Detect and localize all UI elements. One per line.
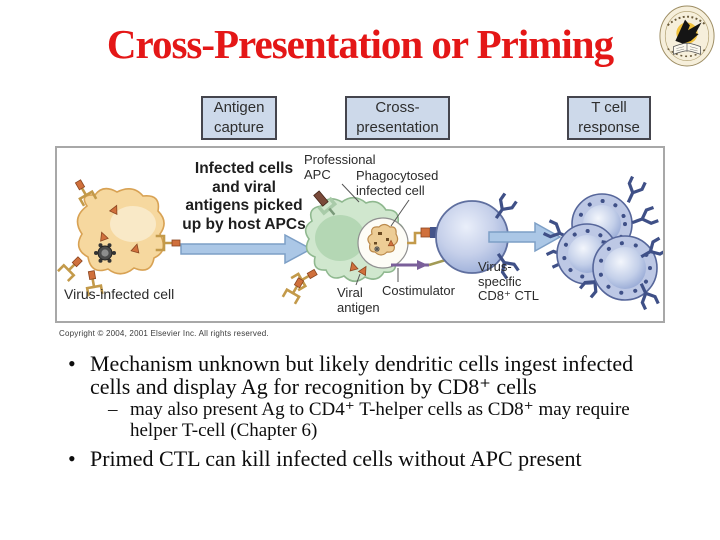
- bullet-text: may also present Ag to CD4⁺ T-helper cel…: [130, 399, 630, 441]
- apc-antibody-icons: [282, 264, 321, 305]
- bullet-item: • Mechanism unknown but likely dendritic…: [68, 352, 696, 398]
- bullet-marker: –: [108, 399, 118, 421]
- bullet-list: • Mechanism unknown but likely dendritic…: [28, 352, 696, 472]
- slide-title: Cross-Presentation or Priming: [106, 21, 614, 67]
- copyright-notice: Copyright © 2004, 2001 Elsevier Inc. All…: [59, 329, 269, 338]
- eagle-icon: [675, 19, 702, 44]
- label-virus-infected-cell: Virus-infected cell: [64, 286, 175, 302]
- seal-arabic-text-arc: [667, 15, 707, 27]
- pathway-diagram-art: [57, 176, 663, 310]
- virus-remnant-icon: [374, 246, 380, 252]
- label-viral-antigen: Viral antigen: [337, 285, 380, 315]
- label-virus-specific-cd8-ctl: Virus- specific CD8⁺ CTL: [478, 259, 540, 304]
- t-cell-cluster-shape: [543, 176, 663, 310]
- university-seal-logo: [659, 5, 715, 67]
- bullet-sub-item: – may also present Ag to CD4⁺ T-helper c…: [108, 399, 696, 441]
- bullet-text: Mechanism unknown but likely dendritic c…: [90, 351, 634, 400]
- label-professional-apc: Professional APC: [304, 152, 376, 182]
- pathway-diagram-panel: Infected cells and viral antigens picked…: [55, 146, 665, 323]
- phagocytosed-cell-shape: [367, 223, 399, 256]
- virus-particle-icon: [94, 243, 116, 263]
- virus-infected-cell-shape: [57, 176, 182, 297]
- label-costimulator: Costimulator: [382, 283, 455, 298]
- stage-box-t-cell-response: T cell response: [567, 96, 651, 140]
- response-arrow: [488, 221, 562, 253]
- label-pointer-lines: [341, 183, 410, 286]
- label-phagocytosed-infected-cell: Phagocytosed infected cell: [356, 168, 439, 198]
- bullet-marker: •: [68, 351, 76, 376]
- bullet-marker: •: [68, 446, 76, 472]
- stage-box-cross-presentation: Cross- presentation: [345, 96, 450, 140]
- apc-nucleus: [315, 215, 365, 261]
- stage-box-antigen-capture: Antigen capture: [201, 96, 277, 140]
- bullet-item: • Primed CTL can kill infected cells wit…: [68, 447, 696, 470]
- capture-arrow-caption: Infected cells and viral antigens picked…: [182, 160, 306, 233]
- bullet-text: Primed CTL can kill infected cells witho…: [90, 446, 582, 472]
- apc-surface-receptor: [313, 190, 338, 216]
- cell-nucleus: [110, 206, 156, 242]
- seal-arabic-text-arc-bottom: [667, 47, 707, 58]
- capture-arrow: [180, 233, 313, 265]
